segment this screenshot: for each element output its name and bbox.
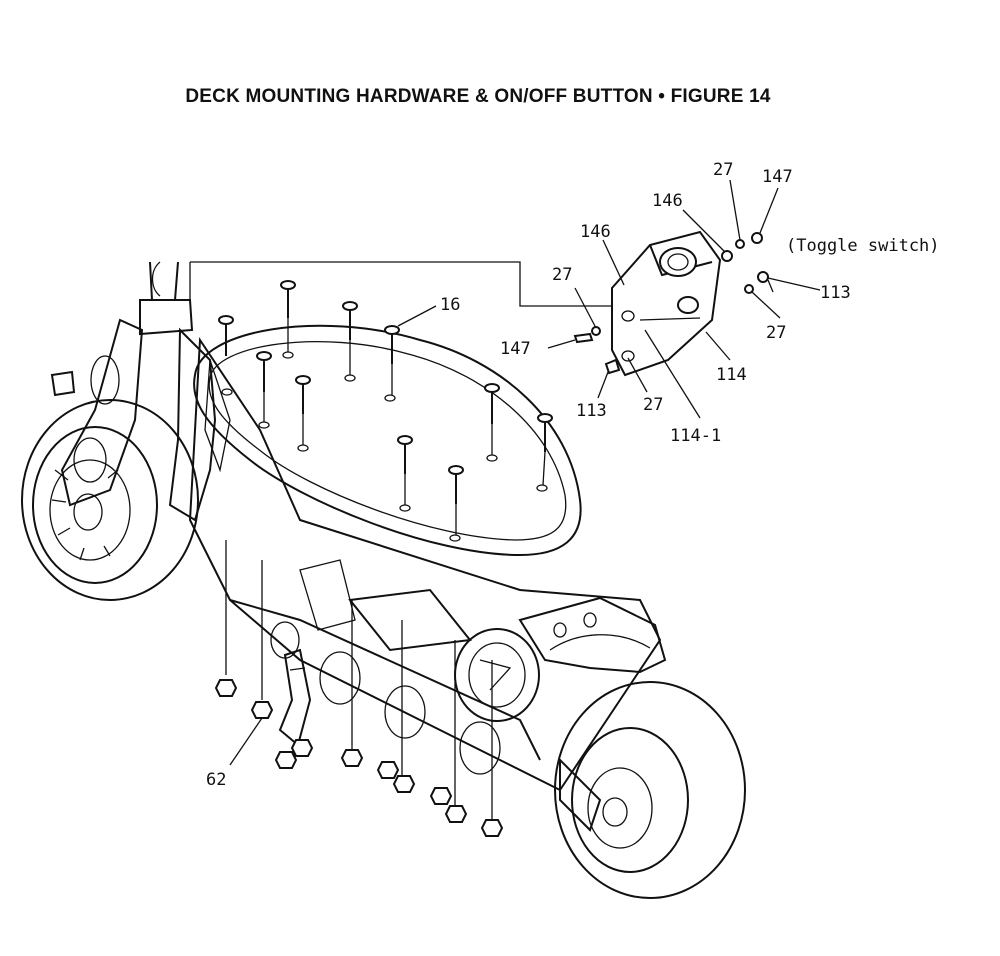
label-147-left: 147 — [500, 339, 531, 359]
rear-wheel — [554, 681, 746, 899]
label-27-left: 27 — [552, 265, 572, 285]
label-147-top: 147 — [762, 167, 793, 187]
label-114-1: 114-1 — [670, 426, 721, 446]
label-62: 62 — [206, 770, 226, 790]
screw — [218, 315, 234, 356]
label-27-right: 27 — [766, 323, 786, 343]
screw — [295, 375, 311, 414]
label-113-right: 113 — [820, 283, 851, 303]
kickstand — [278, 648, 312, 747]
screw — [342, 301, 358, 340]
chassis-frame — [188, 336, 662, 792]
label-113-left: 113 — [576, 401, 607, 421]
leader-lines — [397, 179, 821, 419]
front-wheel — [21, 399, 199, 601]
part-labels: 27 147 146 146 (Toggle switch) 27 16 113… — [206, 160, 940, 790]
screw — [537, 413, 553, 452]
screw — [484, 383, 500, 424]
label-27-bottom: 27 — [643, 395, 663, 415]
toggle-switch-housing — [611, 230, 722, 377]
rear-fender — [518, 596, 667, 674]
deck-plate — [193, 324, 582, 557]
label-146-top: 146 — [652, 191, 683, 211]
label-114: 114 — [716, 365, 747, 385]
screw — [256, 351, 272, 392]
deck-screws — [218, 280, 553, 535]
switch-hardware — [573, 232, 769, 375]
figure-title: DECK MOUNTING HARDWARE & ON/OFF BUTTON •… — [185, 86, 771, 107]
screw — [448, 465, 464, 504]
label-16: 16 — [440, 295, 460, 315]
screw — [280, 280, 296, 318]
label-146-left: 146 — [580, 222, 611, 242]
front-fork — [50, 261, 217, 522]
label-toggle-switch: (Toggle switch) — [786, 236, 940, 256]
screw — [397, 435, 413, 474]
label-27-top: 27 — [713, 160, 733, 180]
screw — [384, 325, 400, 364]
switch-wiring — [189, 261, 612, 307]
motor — [454, 628, 540, 722]
nuts — [214, 540, 504, 837]
